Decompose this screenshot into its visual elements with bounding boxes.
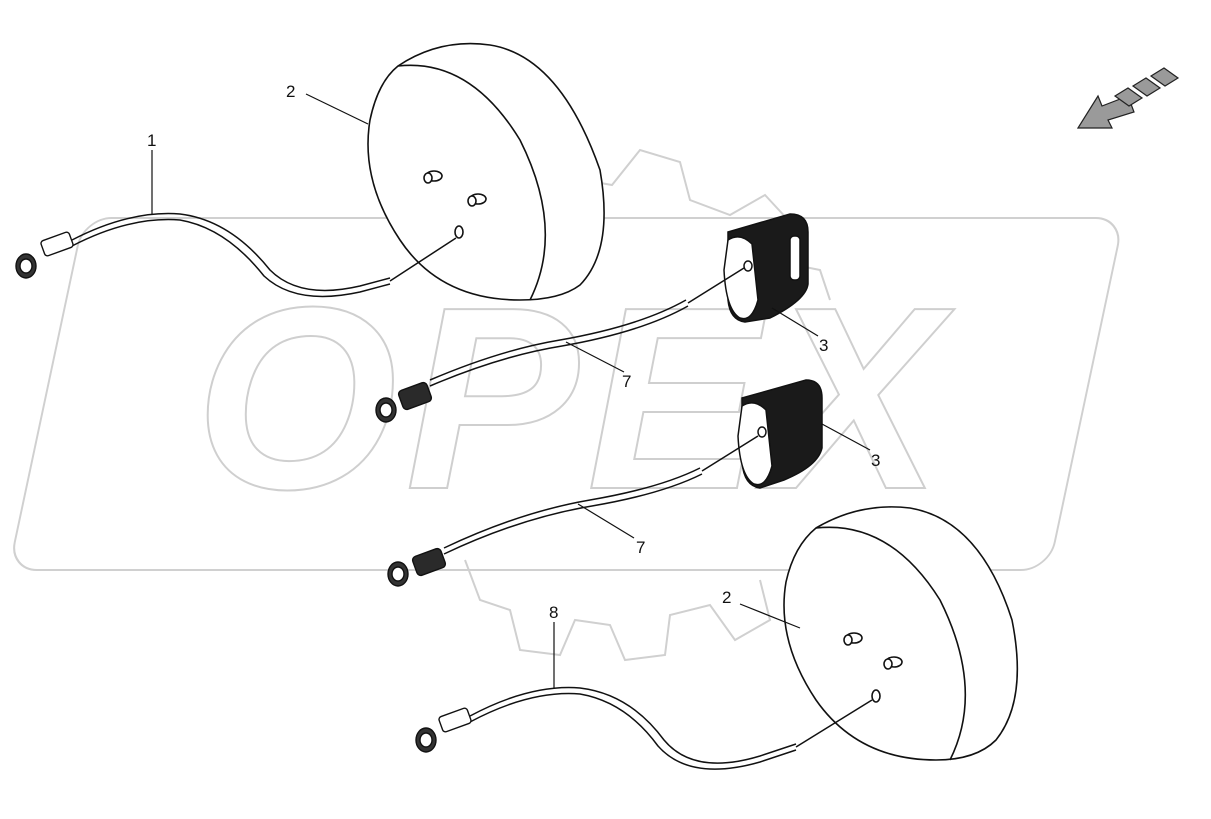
connector-icon	[387, 547, 447, 587]
callout-8: 8	[549, 603, 558, 622]
stud	[883, 656, 903, 670]
connector-icon	[375, 381, 433, 423]
callout-2-top: 2	[286, 82, 295, 101]
callout-2-bottom: 2	[722, 588, 731, 607]
callout-7-upper: 7	[622, 372, 631, 391]
cable-1	[71, 212, 457, 298]
side-marker-upper	[723, 213, 809, 323]
callout-3-upper: 3	[819, 336, 828, 355]
leader-lines	[151, 93, 871, 688]
cable-8	[469, 686, 873, 770]
connector-icon	[415, 707, 472, 753]
callout-1: 1	[147, 131, 156, 150]
connector-icon	[15, 231, 74, 279]
stud	[467, 193, 487, 207]
cable-hole	[871, 689, 881, 703]
side-marker-lower	[737, 379, 823, 489]
stud	[423, 170, 443, 184]
lamp-bottom	[783, 506, 1019, 761]
direction-arrow-icon	[1076, 67, 1180, 129]
callout-3-lower: 3	[871, 451, 880, 470]
cable-7-upper	[429, 267, 745, 387]
callout-7-lower: 7	[636, 538, 645, 557]
lamp-top	[367, 42, 605, 301]
cable-7-lower	[443, 435, 759, 555]
cable-hole	[454, 225, 464, 239]
stud	[843, 632, 863, 646]
watermark-text: OPEX	[195, 254, 955, 544]
